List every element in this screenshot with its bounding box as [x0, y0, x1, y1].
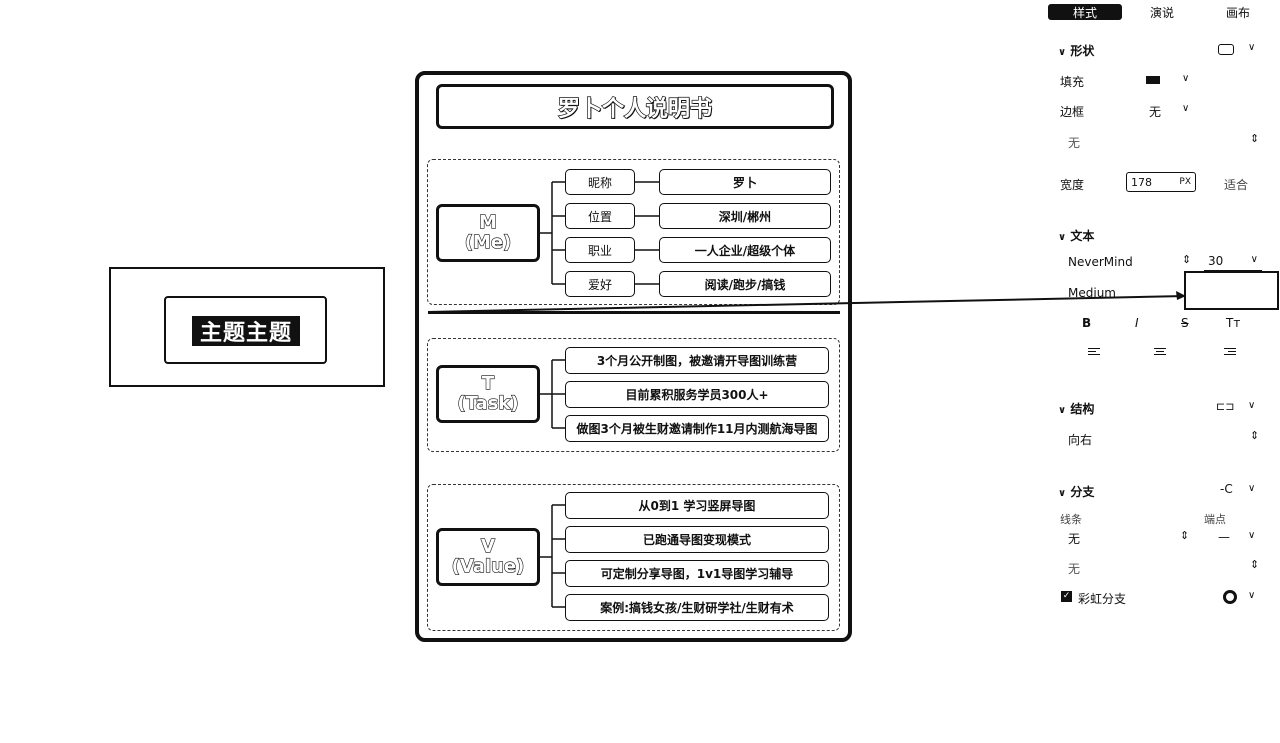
structure-section-header[interactable]: ∨ 结构 [1058, 400, 1094, 417]
tab-present[interactable]: 演说 [1150, 6, 1175, 20]
value-item-4[interactable]: 案例:搞钱女孩/生财研学社/生财有术 [565, 594, 829, 621]
branch-updown-icon[interactable]: ⇕ [1250, 558, 1260, 571]
structure-dropdown-icon[interactable]: ∨ [1248, 400, 1256, 411]
chevron-down-icon: ∨ [1058, 47, 1067, 58]
border-style-value[interactable]: 无 [1068, 136, 1081, 150]
rainbow-dropdown-icon[interactable]: ∨ [1248, 590, 1256, 601]
fit-label[interactable]: 适合 [1224, 178, 1249, 192]
fill-label: 填充 [1060, 75, 1085, 89]
value-nickname[interactable]: 罗卜 [659, 169, 831, 195]
node-me[interactable]: M (Me) [436, 204, 540, 262]
line-label: 线条 [1060, 513, 1082, 526]
bold-button[interactable]: B [1082, 316, 1092, 330]
label-location[interactable]: 位置 [565, 203, 635, 229]
italic-button[interactable]: I [1135, 316, 1139, 330]
endpoint-dropdown-icon[interactable]: ∨ [1248, 530, 1256, 541]
rainbow-checkbox[interactable]: ✓ [1061, 591, 1072, 602]
value-job[interactable]: 一人企业/超级个体 [659, 237, 831, 263]
node-task[interactable]: T (Task) [436, 365, 540, 423]
node-me-word: (Me) [464, 232, 512, 253]
section-task [427, 338, 840, 452]
align-left-icon[interactable] [1088, 348, 1100, 355]
task-item-3[interactable]: 做图3个月被生财邀请制作11月内测航海导图 [565, 415, 829, 442]
rainbow-branch-label: 彩虹分支 [1078, 592, 1127, 606]
width-unit: PX [1179, 177, 1191, 187]
label-job[interactable]: 职业 [565, 237, 635, 263]
border-dropdown-icon[interactable]: ∨ [1182, 103, 1190, 114]
font-weight-select[interactable]: Medium [1068, 286, 1116, 300]
rounded-rect-icon[interactable] [1218, 44, 1234, 55]
shape-title: 形状 [1070, 44, 1095, 58]
line-updown-icon[interactable]: ⇕ [1180, 529, 1190, 542]
value-item-2[interactable]: 已跑通导图变现模式 [565, 526, 829, 553]
branch-title: 分支 [1070, 485, 1095, 499]
label-hobby[interactable]: 爱好 [565, 271, 635, 297]
text-case-button[interactable]: Tт [1226, 316, 1241, 330]
border-value[interactable]: 无 [1149, 105, 1162, 119]
structure-value[interactable]: 向右 [1068, 433, 1093, 447]
structure-icon[interactable]: ⊏⊐ [1216, 400, 1235, 413]
branch-icon[interactable]: -C [1220, 482, 1233, 496]
shape-dropdown-icon[interactable]: ∨ [1248, 42, 1256, 53]
width-value: 178 [1131, 176, 1152, 189]
task-item-2[interactable]: 目前累积服务学员300人+ [565, 381, 829, 408]
property-panel: 样式 演说 画布 ∨ 形状 ∨ 填充 ∨ 边框 无 ∨ 无 ⇕ 宽度 178 P… [1040, 0, 1280, 743]
structure-title: 结构 [1070, 402, 1095, 416]
chevron-down-icon: ∨ [1058, 232, 1067, 243]
node-task-letter: T [481, 373, 495, 394]
rainbow-color-icon[interactable] [1223, 590, 1237, 604]
node-value-word: (Value) [451, 556, 525, 577]
label-nickname[interactable]: 昵称 [565, 169, 635, 195]
node-value[interactable]: V (Value) [436, 528, 540, 586]
task-item-1[interactable]: 3个月公开制图，被邀请开导图训练营 [565, 347, 829, 374]
value-item-3[interactable]: 可定制分享导图，1v1导图学习辅导 [565, 560, 829, 587]
branch-section-header[interactable]: ∨ 分支 [1058, 483, 1094, 500]
tab-style[interactable]: 样式 [1048, 4, 1122, 20]
endpoint-value[interactable]: — [1218, 530, 1230, 544]
value-location[interactable]: 深圳/郴州 [659, 203, 831, 229]
width-input[interactable]: 178 PX [1126, 172, 1196, 192]
align-right-icon[interactable] [1224, 348, 1236, 355]
branch-style-value[interactable]: 无 [1068, 562, 1081, 576]
fill-dropdown-icon[interactable]: ∨ [1182, 73, 1190, 84]
tab-canvas[interactable]: 画布 [1226, 6, 1251, 20]
chevron-down-icon: ∨ [1058, 405, 1067, 416]
mindmap-title[interactable]: 罗卜个人说明书 [436, 84, 834, 129]
structure-updown-icon[interactable]: ⇕ [1250, 429, 1260, 442]
strike-button[interactable]: S [1181, 316, 1189, 330]
node-me-letter: M [478, 212, 497, 233]
align-center-icon[interactable] [1154, 348, 1166, 355]
width-label: 宽度 [1060, 178, 1085, 192]
font-size-select[interactable]: 30 ∨ [1204, 253, 1262, 271]
value-item-1[interactable]: 从0到1 学习竖屏导图 [565, 492, 829, 519]
font-size-value: 30 [1208, 254, 1224, 268]
shape-section-header[interactable]: ∨ 形状 [1058, 42, 1094, 59]
line-value[interactable]: 无 [1068, 532, 1081, 546]
text-section-header[interactable]: ∨ 文本 [1058, 227, 1094, 244]
divider [428, 311, 840, 314]
text-title: 文本 [1070, 229, 1095, 243]
floating-topic-text[interactable]: 主题主题 [192, 316, 300, 346]
value-hobby[interactable]: 阅读/跑步/搞钱 [659, 271, 831, 297]
chevron-down-icon: ∨ [1058, 488, 1067, 499]
node-task-word: (Task) [457, 393, 519, 414]
node-value-letter: V [480, 536, 495, 557]
branch-dropdown-icon[interactable]: ∨ [1248, 483, 1256, 494]
section-value [427, 484, 840, 631]
endpoint-label: 端点 [1204, 513, 1226, 526]
fill-color-swatch[interactable] [1146, 76, 1160, 84]
font-size-dropdown-icon: ∨ [1250, 254, 1258, 265]
border-label: 边框 [1060, 105, 1085, 119]
font-family-select[interactable]: NeverMind [1068, 255, 1133, 269]
updown-icon[interactable]: ⇕ [1250, 132, 1260, 145]
font-updown-icon[interactable]: ⇕ [1182, 253, 1192, 266]
